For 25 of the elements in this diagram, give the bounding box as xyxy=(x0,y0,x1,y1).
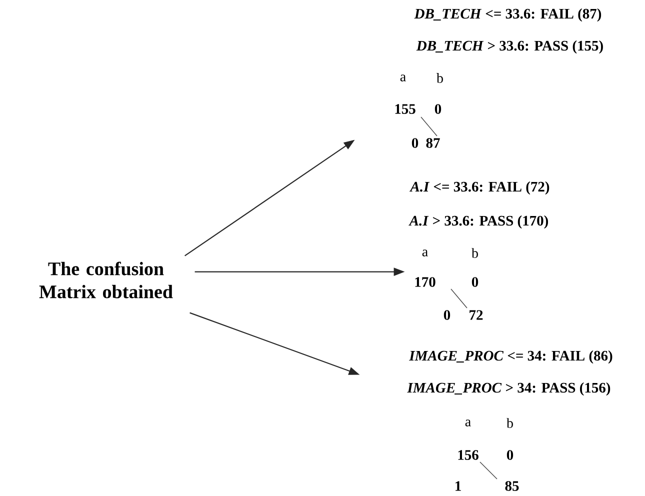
matrix-cell: 0 xyxy=(506,450,514,460)
rule-text: IMAGE_PROC > 34: PASS (156) xyxy=(407,382,610,396)
matrix-cell: 155 xyxy=(395,104,416,114)
rule-text: A.I > 33.6: PASS (170) xyxy=(408,215,548,229)
matrix-cell: 170 xyxy=(415,277,436,287)
node-label: The confusion Matrix obtained xyxy=(39,262,173,298)
column-header: a xyxy=(400,74,406,82)
column-header: b xyxy=(436,73,443,83)
matrix-cell: 1 xyxy=(456,481,461,491)
column-header: b xyxy=(472,248,478,258)
matrix-cell: 72 xyxy=(470,310,483,320)
column-header: b xyxy=(506,418,513,428)
column-header: a xyxy=(465,420,471,426)
rule-text: IMAGE_PROC <= 34: FAIL (86) xyxy=(409,350,612,364)
column-header: a xyxy=(422,250,428,256)
matrix-cell: 0 xyxy=(472,277,478,287)
matrix-cell: 0 xyxy=(434,104,442,114)
matrix-cell: 0 xyxy=(444,310,450,320)
rule-text: DB_TECH <= 33.6: FAIL (87) xyxy=(414,8,602,22)
rule-text: A.I <= 33.6: FAIL (72) xyxy=(410,181,550,195)
matrix-cell: 87 xyxy=(426,138,440,148)
matrix-cell: 85 xyxy=(505,481,519,491)
rule-text: DB_TECH > 33.6: PASS (155) xyxy=(416,40,603,54)
matrix-cell: 0 xyxy=(412,138,418,148)
matrix-cell: 156 xyxy=(458,450,478,460)
